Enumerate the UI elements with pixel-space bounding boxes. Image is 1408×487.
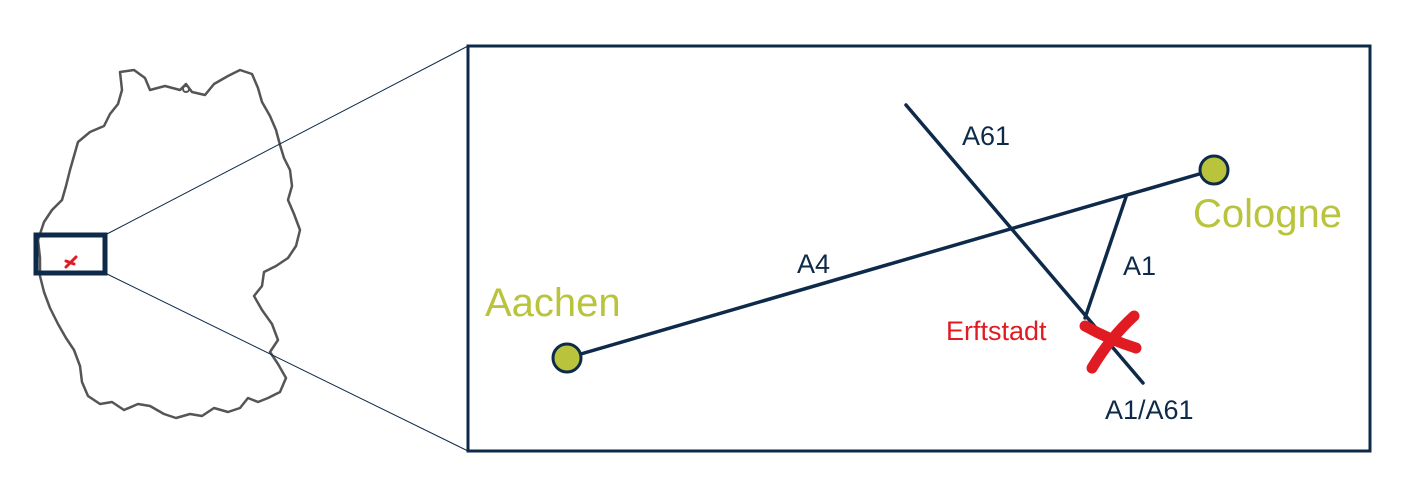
incident-label-erftstadt: Erftstadt [946, 316, 1047, 346]
connector-line-bottom [104, 272, 469, 452]
city-dot-cologne [1198, 154, 1230, 186]
city-dot-aachen [551, 342, 583, 374]
germany-outline-icon [36, 68, 302, 420]
road-a1 [1083, 195, 1128, 320]
road-label-a61: A61 [962, 121, 1010, 151]
road-label-a1: A1 [1123, 251, 1156, 281]
red-x-marker-icon [1079, 310, 1142, 374]
road-a4 [565, 168, 1215, 360]
overview-highlight-box [33, 232, 108, 276]
detail-map-frame [466, 44, 1372, 453]
city-label-cologne: Cologne [1193, 192, 1342, 236]
road-label-a4: A4 [797, 249, 830, 279]
overview-red-x-marker-icon [64, 255, 78, 269]
city-label-aachen: Aachen [485, 281, 621, 325]
connector-line-top [104, 45, 469, 236]
road-label-a1-a61: A1/A61 [1105, 395, 1194, 425]
